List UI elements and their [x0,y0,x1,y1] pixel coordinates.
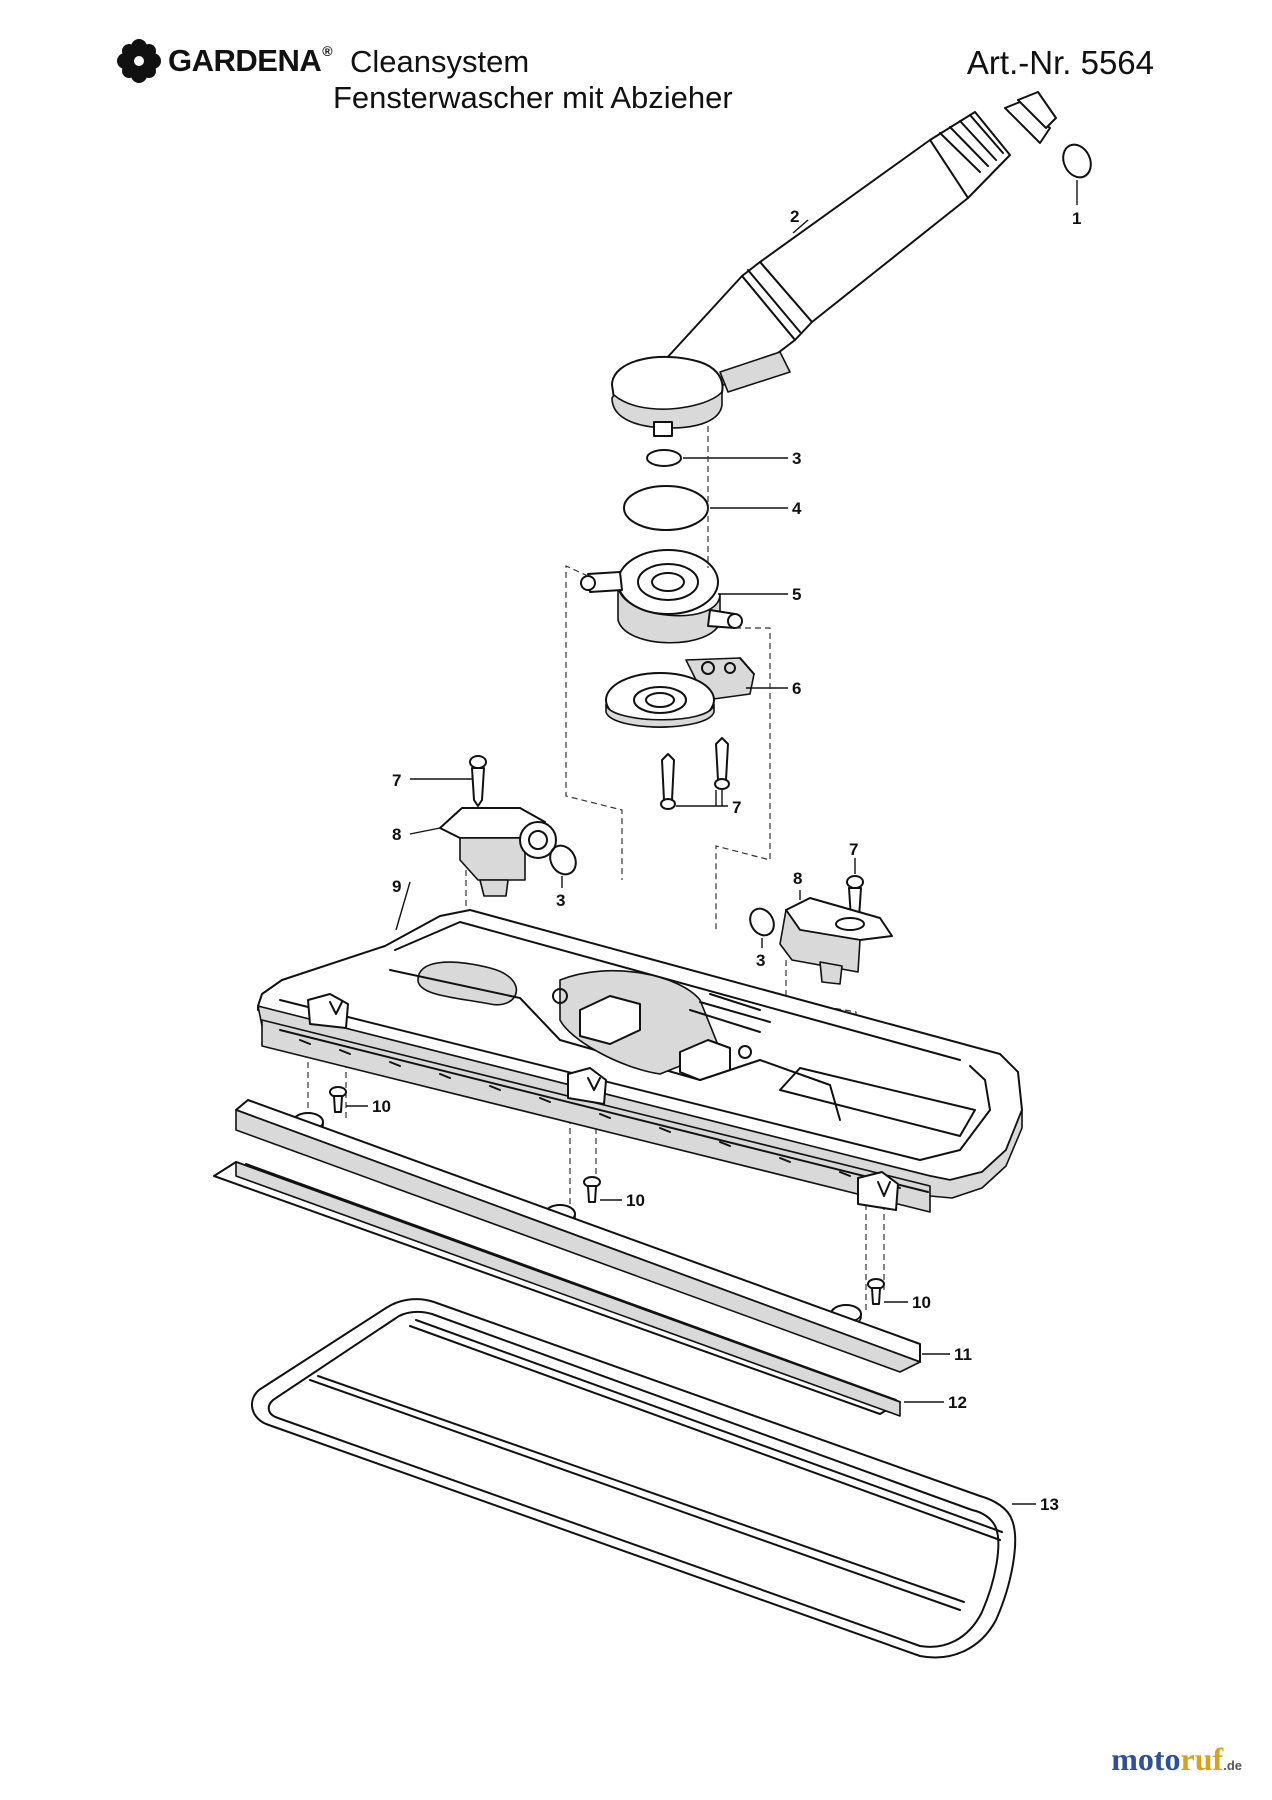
part-oring-1 [1062,143,1092,205]
part-oring-4 [623,485,788,531]
label-part-8b: 8 [793,869,802,888]
label-part-1: 1 [1072,209,1081,228]
part-valve-body-5 [580,549,788,644]
label-part-10a: 10 [372,1097,391,1116]
label-part-13: 13 [1040,1495,1059,1514]
watermark: motoruf.de [1111,1741,1242,1777]
part-connector-block-8-right [779,890,893,985]
part-oring-3c [749,907,775,948]
part-handle-tube-2 [611,91,1057,437]
gardena-flower-logo-icon [117,39,161,83]
label-part-9: 9 [392,877,401,896]
label-part-5: 5 [792,585,801,604]
part-oring-3b [549,844,577,888]
part-connector-block-8-left [409,807,557,897]
product-name: Fensterwascher mit Abzieher [333,80,733,115]
label-part-11: 11 [954,1345,972,1364]
part-base-housing-9 [257,881,1023,1213]
label-part-2: 2 [790,207,799,226]
label-part-10b: 10 [626,1191,645,1210]
label-part-8a: 8 [392,825,401,844]
label-part-3b: 3 [556,891,565,910]
label-part-3a: 3 [792,449,801,468]
rail-teeth [299,1039,901,1189]
part-screw-7-left [410,755,487,807]
label-part-10c: 10 [912,1293,931,1312]
header: GARDENA® Cleansystem Fensterwascher mit … [0,0,1272,140]
brand-name: GARDENA® [168,43,333,78]
brand: GARDENA® [116,38,333,84]
label-part-7c: 7 [849,840,858,859]
part-cleaning-pad-13 [251,1298,1036,1659]
article-number: Art.-Nr. 5564 [966,44,1154,81]
part-mounting-plate-6 [605,657,788,728]
label-part-6: 6 [792,679,801,698]
part-screws-7 [660,737,730,810]
part-oring-3a [646,449,788,467]
label-part-4: 4 [792,499,802,518]
part-squeegee-blade-12 [213,1161,944,1417]
label-part-7b: 7 [732,798,741,817]
label-part-12: 12 [948,1393,967,1412]
label-part-7a: 7 [392,771,401,790]
part-squeegee-rail-11 [235,1099,950,1373]
product-line: Cleansystem [350,44,530,79]
label-part-3c: 3 [756,951,765,970]
part-number-labels: 1 2 3 4 5 6 7 7 7 8 8 3 3 9 10 10 10 11 … [372,207,1081,1514]
